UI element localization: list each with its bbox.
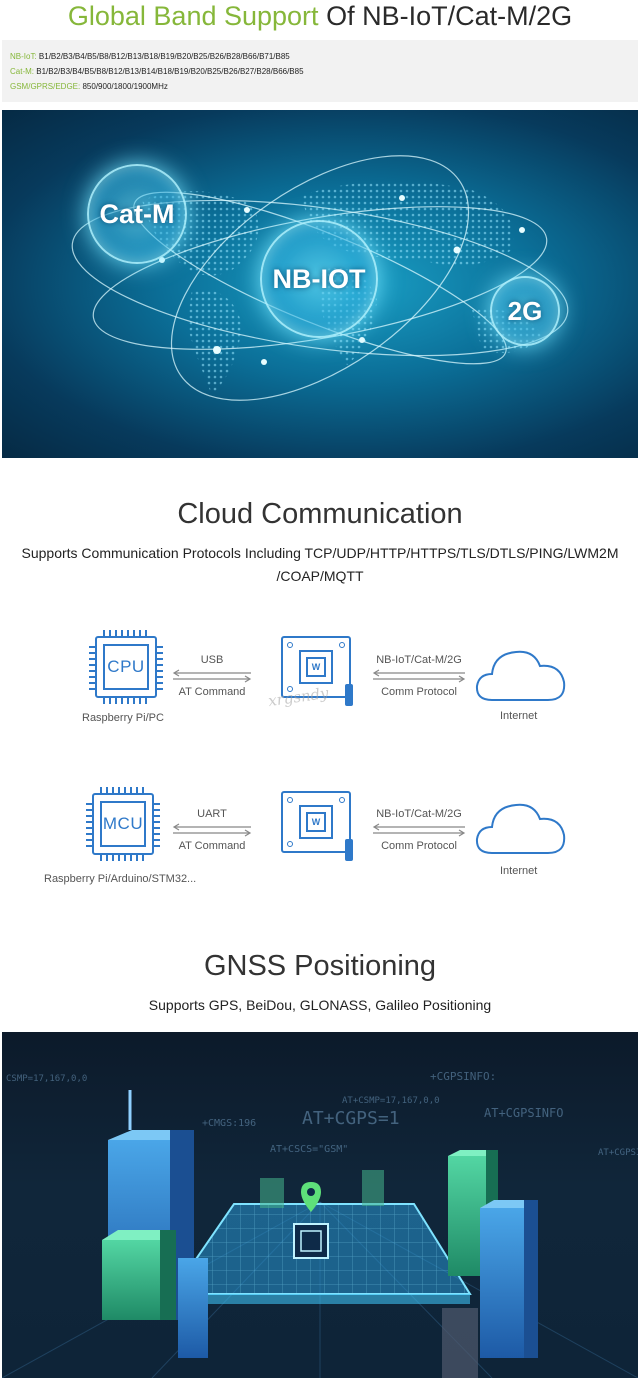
band-title-rest: Of NB-IoT/Cat-M/2G [318,1,573,31]
nb-iot-bubble: NB-IOT [260,220,378,338]
internet-label: Internet [500,865,538,877]
band-list: NB-IoT: B1/B2/B3/B4/B5/B8/B12/B13/B18/B1… [2,40,638,102]
chip-label: Raspberry Pi/Arduino/STM32... [44,873,197,885]
mcu-chip-icon: MCU [86,787,160,861]
at-command-text: AT+CSMP=17,167,0,0 [342,1096,440,1106]
arrow-bottom-text: Comm Protocol [381,840,457,852]
at-command-text: AT+CGPS=1 [302,1108,400,1129]
usb-arrow: USB AT Command [169,653,255,699]
band-label: GSM/GPRS/EDGE: [10,82,83,91]
cloud-communication-title: Cloud Communication [177,498,463,530]
arrow-top-text: NB-IoT/Cat-M/2G [376,654,462,666]
band-value: B1/B2/B3/B4/B5/B8/B12/B13/B18/B19/B20/B2… [38,52,290,61]
network-banner: Cat-M NB-IOT 2G [2,110,638,458]
double-arrow-icon [372,669,466,683]
at-command-text: AT+CSCS="GSM" [270,1144,349,1155]
module-board-icon: W [281,791,353,861]
arrow-top-text: USB [200,654,224,666]
band-title: Global Band Support Of NB-IoT/Cat-M/2G [0,0,640,36]
cat-m-bubble: Cat-M [87,164,187,264]
at-command-text: +CMGS:196 [202,1118,257,1129]
double-arrow-icon [172,823,252,837]
double-arrow-icon [172,669,252,683]
at-command-text: AT+CGPSINFO [484,1106,564,1120]
arrow-bottom-text: AT Command [178,686,246,698]
arrow-top-text: NB-IoT/Cat-M/2G [376,808,462,820]
gnss-title: GNSS Positioning [203,950,437,982]
cloud-communication-subtitle: Supports Communication Protocols Includi… [21,545,619,584]
uart-arrow: UART AT Command [169,807,255,853]
2g-bubble: 2G [490,276,560,346]
band-value: B1/B2/B3/B4/B5/B8/B12/B13/B14/B18/B19/B2… [36,67,304,76]
band-line-gsm: GSM/GPRS/EDGE: 850/900/1800/1900MHz [10,79,630,94]
arrow-top-text: UART [197,808,227,820]
protocol-arrow: NB-IoT/Cat-M/2G Comm Protocol [368,807,470,853]
cpu-chip-icon: CPU [89,630,163,704]
at-command-text: +CGPSINFO: [430,1070,497,1083]
waveshare-logo-icon: W [306,812,326,832]
double-arrow-icon [372,823,466,837]
arrow-bottom-text: Comm Protocol [381,686,457,698]
smart-city-graphic [2,1090,638,1378]
band-line-catm: Cat-M: B1/B2/B3/B4/B5/B8/B12/B13/B14/B18… [10,64,630,79]
gnss-subtitle: Supports GPS, BeiDou, GLONASS, Galileo P… [148,997,492,1013]
band-title-highlight: Global Band Support [67,1,319,31]
chip-label: Raspberry Pi/PC [82,712,164,724]
cloud-icon [475,650,566,701]
diagram-row-mcu: MCU Raspberry Pi/Arduino/STM32... UART A… [0,785,640,895]
band-line-nbiot: NB-IoT: B1/B2/B3/B4/B5/B8/B12/B13/B18/B1… [10,49,630,64]
band-label: Cat-M: [10,67,37,76]
waveshare-logo-icon: W [306,657,326,677]
arrow-bottom-text: AT Command [178,840,246,852]
band-value: 850/900/1800/1900MHz [82,82,168,91]
gnss-banner: CSMP=17,167,0,0 +CGPSINFO: AT+CSMP=17,16… [2,1032,638,1378]
internet-label: Internet [500,710,538,722]
band-label: NB-IoT: [10,52,39,61]
chip-text: CPU [103,644,149,690]
cloud-icon [475,803,566,854]
at-command-text: CSMP=17,167,0,0 [6,1074,88,1084]
module-board-icon: W [281,636,353,706]
diagram-row-cpu: CPU Raspberry Pi/PC USB AT Command W NB-… [0,630,640,740]
protocol-arrow: NB-IoT/Cat-M/2G Comm Protocol [368,653,470,699]
at-command-text: AT+CGPSINFO [598,1148,638,1158]
chip-text: MCU [100,801,146,847]
